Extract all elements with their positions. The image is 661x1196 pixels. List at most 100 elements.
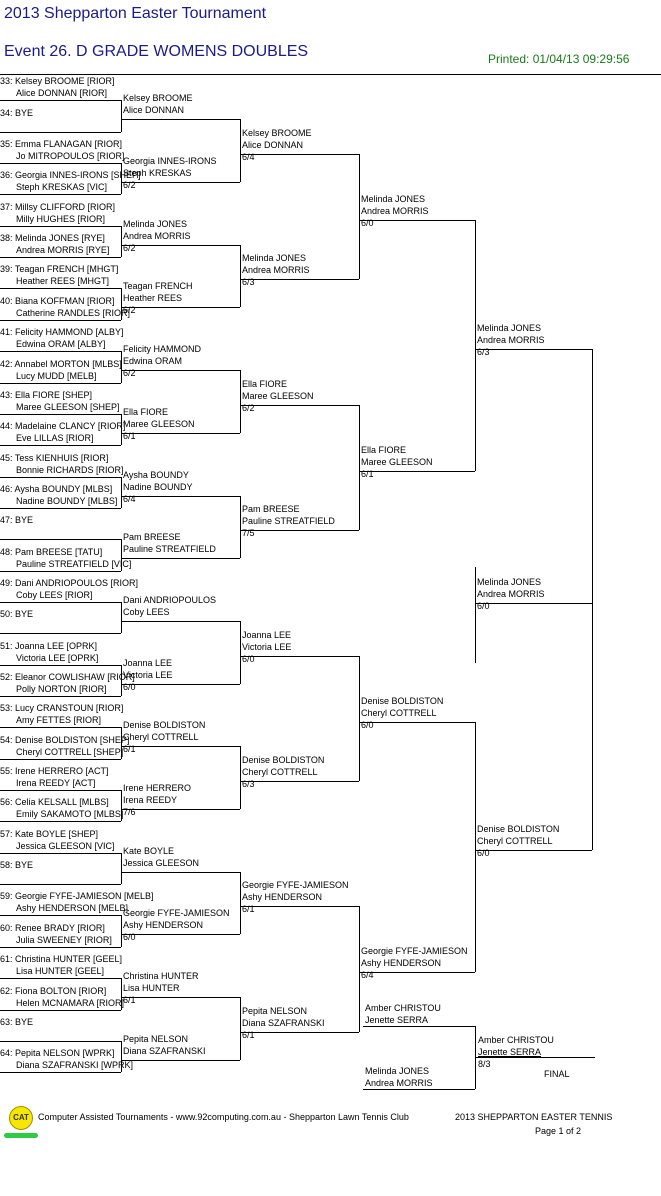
match-score: 6/2 [123, 180, 136, 190]
winner-line-2: Andrea MORRIS [477, 589, 545, 599]
winner-line-2: Coby LEES [123, 607, 170, 617]
final-label: FINAL [544, 1069, 570, 1079]
entry-underline [0, 727, 121, 728]
entry-underline [0, 1041, 121, 1042]
entry-line-1: 44: Madelaine CLANCY [RIOR] [0, 421, 126, 431]
entry-underline [0, 383, 121, 384]
entry-underline [0, 288, 121, 289]
entry-underline [0, 194, 121, 195]
winner-underline [121, 558, 240, 559]
entry-underline [0, 132, 121, 133]
winner-underline [121, 621, 240, 622]
bracket-connector [121, 978, 122, 1010]
entry-line-2: Andrea MORRIS [RYE] [16, 245, 110, 255]
bracket-connector [121, 226, 122, 257]
entry-line-1: 38: Melinda JONES [RYE] [0, 233, 105, 243]
entry-line-2: Maree GLEESON [SHEP] [16, 402, 120, 412]
entry-line-2: Emily SAKAMOTO [MLBS] [16, 809, 124, 819]
entry-line-1: 56: Celia KELSALL [MLBS] [0, 797, 109, 807]
winner-underline [121, 307, 240, 308]
match-score: 6/0 [477, 601, 490, 611]
winner-line-2: Heather REES [123, 293, 183, 303]
entry-line-1: 59: Georgie FYFE-JAMIESON [MELB] [0, 891, 154, 901]
winner-line-1: Melinda JONES [477, 577, 542, 587]
entry-line-1: 46: Aysha BOUNDY [MLBS] [0, 484, 113, 494]
header-rule [0, 74, 661, 75]
entry-line-2: Edwina ORAM [ALBY] [16, 339, 106, 349]
winner-underline [359, 972, 475, 973]
entry-line-1: 37: Millsy CLIFFORD [RIOR] [0, 202, 116, 212]
entry-underline [0, 477, 121, 478]
winner-underline [121, 182, 240, 183]
entry-underline [0, 602, 121, 603]
entry-underline [0, 226, 121, 227]
bracket-connector [240, 746, 241, 809]
bracket-connector [592, 349, 593, 850]
match-score: 6/0 [361, 218, 374, 228]
winner-underline [240, 656, 359, 657]
entry-underline [0, 915, 121, 916]
winner-underline [359, 471, 475, 472]
entry-underline [0, 320, 121, 321]
winner-line-2: Alice DONNAN [242, 140, 304, 150]
winner-line-1: Kelsey BROOME [123, 93, 193, 103]
entry-line-1: 58: BYE [0, 860, 34, 870]
winner-line-2: Ashy HENDERSON [123, 920, 204, 930]
entry-line-1: 54: Denise BOLDISTON [SHEP] [0, 735, 130, 745]
bracket-connector [359, 906, 360, 1032]
bracket-connector [359, 154, 360, 279]
winner-underline [475, 603, 592, 604]
winner-line-2: Ashy HENDERSON [361, 958, 442, 968]
entry-line-2: Alice DONNAN [RIOR] [16, 88, 108, 98]
winner-line-1: Denise BOLDISTON [361, 696, 444, 706]
match-score: 6/3 [242, 277, 255, 287]
winner-line-2: Steph KRESKAS [123, 168, 192, 178]
match-score: 6/1 [123, 995, 136, 1005]
match-score: 6/1 [242, 904, 255, 914]
match-score: 6/1 [361, 469, 374, 479]
match-score: 6/1 [242, 1030, 255, 1040]
winner-underline [240, 405, 359, 406]
entry-line-2: Helen MCNAMARA [RIOR] [16, 998, 125, 1008]
winner-underline [121, 809, 240, 810]
match-score: 7/5 [242, 528, 255, 538]
match-score: 6/0 [477, 848, 490, 858]
winner-underline [359, 722, 475, 723]
entry-line-1: 42: Annabel MORTON [MLBS] [0, 359, 122, 369]
entry-line-2: Cheryl COTTRELL [SHEP] [16, 747, 124, 757]
winner-underline [240, 781, 359, 782]
entry-line-2: Milly HUGHES [RIOR] [16, 214, 106, 224]
winner-line-2: Alice DONNAN [123, 105, 185, 115]
winner-line-2: Andrea MORRIS [123, 231, 191, 241]
entry-underline [0, 884, 121, 885]
winner-underline [240, 906, 359, 907]
entry-underline [0, 853, 121, 854]
winner-underline [475, 349, 592, 350]
printed-timestamp: Printed: 01/04/13 09:29:56 [488, 52, 630, 66]
winner-line-2: Diana SZAFRANSKI [242, 1018, 325, 1028]
winner-line-2: Andrea MORRIS [361, 206, 429, 216]
bracket-connector [121, 853, 122, 884]
entry-underline [0, 790, 121, 791]
winner-line-2: Lisa HUNTER [123, 983, 180, 993]
winner-line-1: Georgie FYFE-JAMIESON [123, 908, 230, 918]
winner-line-1: Irene HERRERO [123, 783, 192, 793]
entry-line-1: 41: Felicity HAMMOND [ALBY] [0, 327, 124, 337]
bracket-connector [240, 872, 241, 934]
entry-line-1: 35: Emma FLANAGAN [RIOR] [0, 139, 123, 149]
match-score: 6/2 [123, 368, 136, 378]
bracket-connector [121, 602, 122, 633]
entry-line-1: 49: Dani ANDRIOPOULOS [RIOR] [0, 578, 139, 588]
champion-line-2: Jenette SERRA [478, 1047, 542, 1057]
bracket-connector [240, 245, 241, 307]
winner-line-1: Christina HUNTER [123, 971, 199, 981]
entry-underline [0, 696, 121, 697]
winner-line-2: Jessica GLEESON [123, 858, 200, 868]
entry-line-1: 57: Kate BOYLE [SHEP] [0, 829, 99, 839]
final-bottom-line-2: Andrea MORRIS [365, 1078, 433, 1088]
winner-line-2: Cheryl COTTRELL [242, 767, 318, 777]
final-bottom-line-1: Melinda JONES [365, 1066, 430, 1076]
bracket-connector [475, 567, 476, 663]
entry-line-2: Polly NORTON [RIOR] [16, 684, 107, 694]
